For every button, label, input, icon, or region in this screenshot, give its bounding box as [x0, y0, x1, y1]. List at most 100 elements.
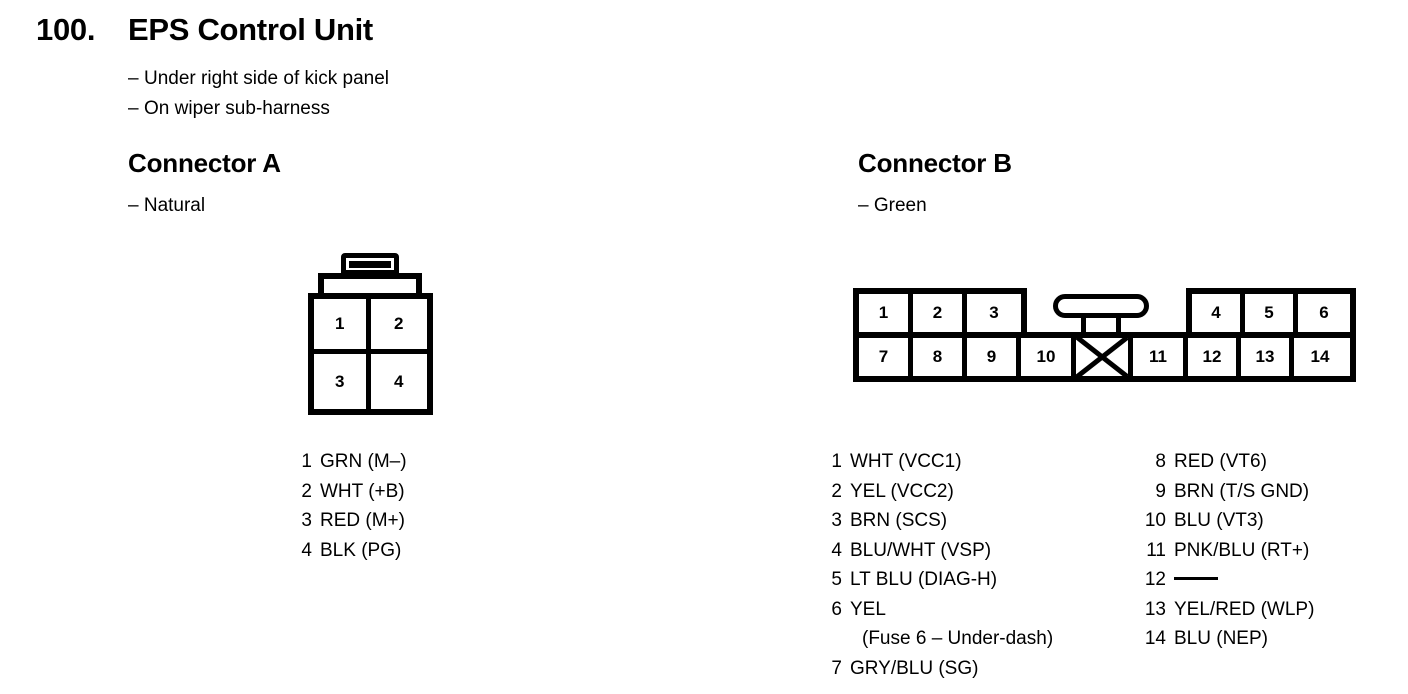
- note-list: –Under right side of kick panel –On wipe…: [128, 64, 389, 124]
- pin-number: 4: [301, 539, 312, 561]
- connector-a-color-note: – Natural: [128, 195, 206, 216]
- pin-row: 14 BLU (NEP): [1140, 624, 1314, 654]
- connector-a-pin-list: 1 GRN (M–) 2 WHT (+B) 3 RED (M+) 4 BLK (…: [300, 447, 407, 566]
- pin-row: 3 RED (M+): [300, 506, 407, 536]
- pin-row: 4 BLK (PG): [300, 536, 407, 566]
- pin-value: BLK (PG): [320, 539, 402, 561]
- connector-b-bottom-row: 7 8 9 10 11 12 13 14: [859, 338, 1346, 376]
- pin-number: 10: [1144, 510, 1166, 531]
- connector-a-body: 1 2 3 4: [308, 293, 433, 415]
- pin-unused-dash: [1174, 577, 1218, 580]
- pin-value: WHT (VCC1): [850, 451, 962, 472]
- connector-b-color-note: – Green: [858, 195, 927, 216]
- connector-a-pin-cell: 2: [370, 299, 427, 354]
- connector-a-pin-cell: 3: [314, 354, 371, 409]
- pin-number: 7: [831, 657, 842, 679]
- pin-value: RED (VT6): [1174, 451, 1267, 472]
- connector-b-pin-cell: 12: [1188, 338, 1241, 376]
- note-text: Under right side of kick panel: [144, 68, 390, 89]
- connector-b-latch-tab: [1053, 294, 1149, 318]
- page-title-number: 100.: [36, 12, 96, 47]
- connector-b-latch-stem-right: [1116, 316, 1121, 336]
- pin-value: LT BLU (DIAG-H): [850, 569, 998, 590]
- pin-row: 12: [1140, 565, 1314, 595]
- connector-b-pin-cell: 8: [913, 338, 967, 376]
- frame-top-right-bar: [1186, 288, 1356, 294]
- pin-row: 4 BLU/WHT (VSP): [830, 536, 1053, 566]
- pin-number: 11: [1146, 539, 1166, 561]
- pin-number: 6: [831, 598, 842, 620]
- connector-b-latch-stem-left: [1081, 316, 1086, 336]
- pin-value: YEL (VCC2): [850, 480, 954, 502]
- pin-value: YEL: [850, 598, 886, 620]
- connector-b-pin-cell: 1: [859, 294, 913, 332]
- frame-gap-left-bar: [1021, 288, 1027, 338]
- connector-b-pin-cell: 2: [913, 294, 967, 332]
- cross-out-icon: [1076, 338, 1128, 376]
- pin-value: BRN (T/S GND): [1174, 480, 1310, 502]
- connector-b-pin-cell: 11: [1133, 338, 1188, 376]
- pin-number: 3: [301, 510, 312, 531]
- pin-number: 13: [1144, 598, 1166, 620]
- pin-subnote-text: (Fuse 6 – Under-dash): [862, 628, 1054, 649]
- connector-b-pin-cell: 7: [859, 338, 913, 376]
- connector-b-pin-cell: 5: [1245, 294, 1298, 332]
- connector-a-heading: Connector A: [128, 148, 281, 178]
- pin-value: BLU (NEP): [1174, 628, 1268, 649]
- connector-b-section: Connector B – Green: [858, 148, 1012, 217]
- pin-value: GRN (M–): [320, 451, 407, 472]
- pin-row: 1 WHT (VCC1): [830, 447, 1053, 477]
- pin-value: YEL/RED (WLP): [1174, 598, 1315, 620]
- connector-b-pin-cell: 4: [1192, 294, 1245, 332]
- connector-a-shoulder: [318, 273, 422, 295]
- note-item: –On wiper sub-harness: [128, 94, 389, 124]
- pin-row: 1 GRN (M–): [300, 447, 407, 477]
- connector-a-pin-cell: 1: [314, 299, 371, 354]
- pin-row: 9 BRN (T/S GND): [1140, 477, 1314, 507]
- pin-value: WHT (+B): [320, 480, 405, 502]
- pin-row: 10 BLU (VT3): [1140, 506, 1314, 536]
- pin-value: GRY/BLU (SG): [850, 657, 979, 679]
- connector-b-top-row-left: 1 2 3: [859, 294, 1021, 332]
- connector-b-pin-cell: 13: [1241, 338, 1294, 376]
- pin-number: 9: [1155, 480, 1166, 502]
- pin-number: 3: [831, 510, 842, 531]
- connector-b-pin-list-left: 1 WHT (VCC1) 2 YEL (VCC2) 3 BRN (SCS) 4 …: [830, 447, 1053, 683]
- connector-b-pin-cell: 6: [1298, 294, 1350, 332]
- connector-a-pin-cell: 4: [394, 371, 404, 391]
- note-item: –Under right side of kick panel: [128, 64, 389, 94]
- pin-number: 2: [301, 480, 312, 502]
- pin-number: 4: [831, 539, 842, 561]
- connector-b-pin-list-right: 8 RED (VT6) 9 BRN (T/S GND) 10 BLU (VT3)…: [1140, 447, 1315, 654]
- pin-number: 5: [831, 569, 842, 590]
- pin-row: 2 WHT (+B): [300, 477, 407, 507]
- pin-number: 2: [831, 480, 842, 502]
- connector-b-heading: Connector B: [858, 148, 1012, 178]
- pin-row: 11 PNK/BLU (RT+): [1140, 536, 1314, 566]
- pin-number: 12: [1144, 569, 1166, 590]
- connector-b-blank-cell: [1076, 338, 1133, 376]
- note-dash: –: [128, 98, 139, 119]
- pin-value: RED (M+): [320, 510, 405, 531]
- pin-subnote: (Fuse 6 – Under-dash): [830, 624, 1053, 654]
- pin-row: 13 YEL/RED (WLP): [1140, 595, 1315, 625]
- connector-b-top-row-right: 4 5 6: [1192, 294, 1350, 332]
- pin-number: 8: [1155, 451, 1166, 472]
- frame-top-left-bar: [853, 288, 1027, 294]
- connector-a-diagram: 1 2 3 4: [303, 253, 443, 423]
- pin-row: 2 YEL (VCC2): [830, 477, 1053, 507]
- frame-bottom-bar: [853, 376, 1356, 382]
- note-text: On wiper sub-harness: [144, 98, 330, 119]
- pin-value: BLU (VT3): [1174, 510, 1264, 531]
- pin-value: BRN (SCS): [850, 510, 948, 531]
- pin-row: 3 BRN (SCS): [830, 506, 1053, 536]
- connector-b-pin-cell: 14: [1294, 338, 1346, 376]
- pin-row: 8 RED (VT6): [1140, 447, 1314, 477]
- pin-number: 1: [301, 451, 312, 472]
- connector-b-pin-cell: 9: [967, 338, 1021, 376]
- frame-middle-bar: [853, 332, 1356, 338]
- pin-number: 14: [1144, 628, 1166, 649]
- connector-b-pin-cell: 3: [967, 294, 1021, 332]
- page-title-text: EPS Control Unit: [128, 12, 373, 47]
- pin-row: 5 LT BLU (DIAG-H): [830, 565, 1053, 595]
